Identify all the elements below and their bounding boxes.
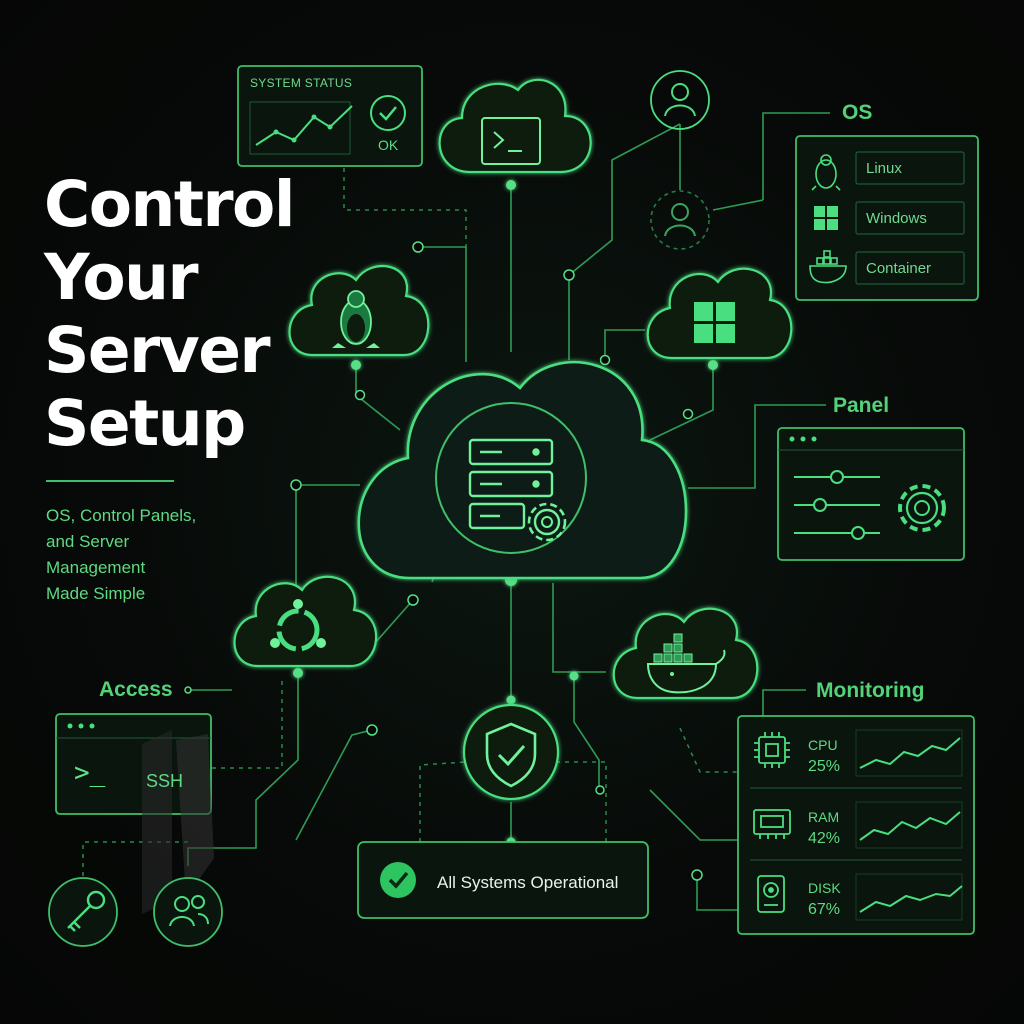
os-section-title: OS: [842, 101, 873, 124]
user-faded-icon: [650, 190, 710, 250]
headline-divider: [46, 480, 174, 482]
ubuntu-logo-icon: [270, 599, 326, 652]
disk-sparkline: [859, 885, 963, 913]
metric-name: DISK: [808, 880, 841, 896]
headline-line: Setup: [44, 387, 246, 460]
user-icon: [650, 70, 710, 130]
system-status-panel: [237, 65, 423, 167]
windows-cloud: [646, 267, 793, 360]
monitoring-panel: [737, 715, 975, 935]
watermark-logo: [142, 730, 214, 914]
terminal-cloud: [438, 78, 592, 174]
tagline-line: and Server: [46, 532, 130, 551]
headline-line: Your: [44, 241, 199, 314]
os-item-linux[interactable]: Linux: [866, 160, 902, 177]
system-status-state: OK: [378, 137, 399, 153]
central-server-cloud: [357, 360, 688, 580]
tagline-line: OS, Control Panels,: [46, 506, 197, 525]
tux-penguin-icon: [332, 290, 380, 348]
panel-section-title: Panel: [833, 394, 890, 417]
tagline: OS, Control Panels, and Server Managemen…: [46, 503, 196, 607]
key-icon: [48, 877, 118, 947]
os-item-windows[interactable]: Windows: [866, 210, 927, 227]
docker-cloud: [612, 607, 759, 700]
metric-value: 25%: [808, 758, 841, 775]
metric-cpu: CPU 25%: [808, 734, 840, 778]
panel-gear-icon: [898, 484, 946, 532]
security-shield-node: [462, 703, 560, 801]
status-bar-text: All Systems Operational: [437, 873, 619, 892]
os-panel: [795, 135, 979, 301]
ram-sparkline: [859, 811, 961, 841]
headline-line: Control: [44, 168, 295, 241]
cpu-sparkline: [859, 737, 961, 769]
ssh-terminal-window: [55, 713, 212, 815]
access-section-title: Access: [99, 678, 173, 701]
users-group-icon: [153, 877, 223, 947]
operational-check-icon: [380, 862, 416, 898]
metric-name: CPU: [808, 737, 838, 753]
metric-ram: RAM 42%: [808, 806, 840, 850]
docker-container-icon: [646, 633, 726, 694]
windows-tile-icon: [694, 302, 735, 343]
terminal-prompt: >_: [74, 758, 106, 788]
ubuntu-cloud: [233, 575, 378, 668]
system-status-label: SYSTEM STATUS: [250, 76, 353, 90]
disk-drive-icon: [757, 875, 785, 913]
headline-line: Server: [44, 314, 271, 387]
monitoring-section-title: Monitoring: [816, 679, 925, 702]
metric-value: 67%: [808, 901, 841, 918]
ram-module-icon: [753, 809, 791, 839]
metric-value: 42%: [808, 830, 841, 847]
settings-gear-icon: [527, 502, 567, 542]
server-stack-icon: [468, 438, 554, 530]
headline: Control Your Server Setup: [44, 168, 295, 460]
cpu-chip-icon: [754, 732, 790, 768]
tagline-line: Management: [46, 558, 146, 577]
terminal-prompt-icon: [481, 117, 541, 165]
docker-whale-icon: [809, 250, 847, 284]
windows-logo-icon: [814, 206, 838, 230]
status-bar-box: [357, 841, 649, 919]
linux-cloud: [288, 265, 430, 357]
slider-controls: [794, 470, 880, 540]
linux-penguin-icon: [811, 154, 841, 191]
status-sparkline: [255, 105, 353, 146]
ssh-label: SSH: [146, 771, 184, 791]
status-check-icon: [370, 95, 406, 131]
metric-disk: DISK 67%: [808, 877, 841, 921]
os-item-container[interactable]: Container: [866, 260, 932, 277]
junction-rings: [184, 241, 703, 881]
metric-name: RAM: [808, 809, 840, 825]
dashed-connectors: [82, 168, 738, 876]
tagline-line: Made Simple: [46, 584, 146, 603]
control-panel-window: [777, 427, 965, 561]
